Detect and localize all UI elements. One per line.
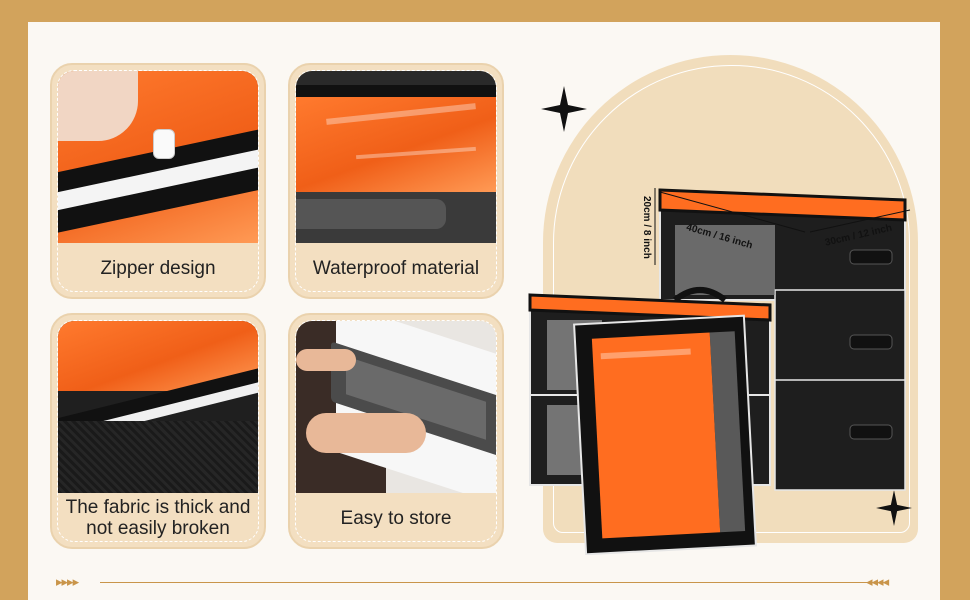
zipper-photo [58, 71, 258, 243]
standing-bag [573, 314, 757, 555]
dimension-height-label: 20cm / 8 inch [641, 196, 652, 259]
fabric-caption-line1: The fabric is thick and [65, 497, 251, 518]
feature-card-fabric: The fabric is thick and not easily broke… [50, 313, 266, 549]
footer-divider [100, 582, 870, 583]
sparkle-icon [541, 86, 587, 132]
feature-card-store: Easy to store [288, 313, 504, 549]
feature-card-zipper: Zipper design [50, 63, 266, 299]
waterproof-caption: Waterproof material [312, 257, 480, 279]
footer-left-arrows: ▸▸▸▸ [56, 574, 79, 589]
store-caption: Easy to store [340, 507, 452, 529]
waterproof-photo [296, 71, 496, 243]
sparkle-icon [876, 490, 912, 526]
zipper-caption: Zipper design [100, 257, 216, 279]
fabric-caption: The fabric is thick and not easily broke… [58, 495, 258, 541]
footer-right-arrows: ◂◂◂◂ [866, 574, 889, 589]
fabric-photo [58, 321, 258, 493]
fabric-caption-line2: not easily broken [86, 518, 230, 539]
storage-bags-product-image [528, 188, 911, 555]
back-bag-stack [658, 188, 907, 491]
store-photo [296, 321, 496, 493]
feature-card-waterproof: Waterproof material [288, 63, 504, 299]
